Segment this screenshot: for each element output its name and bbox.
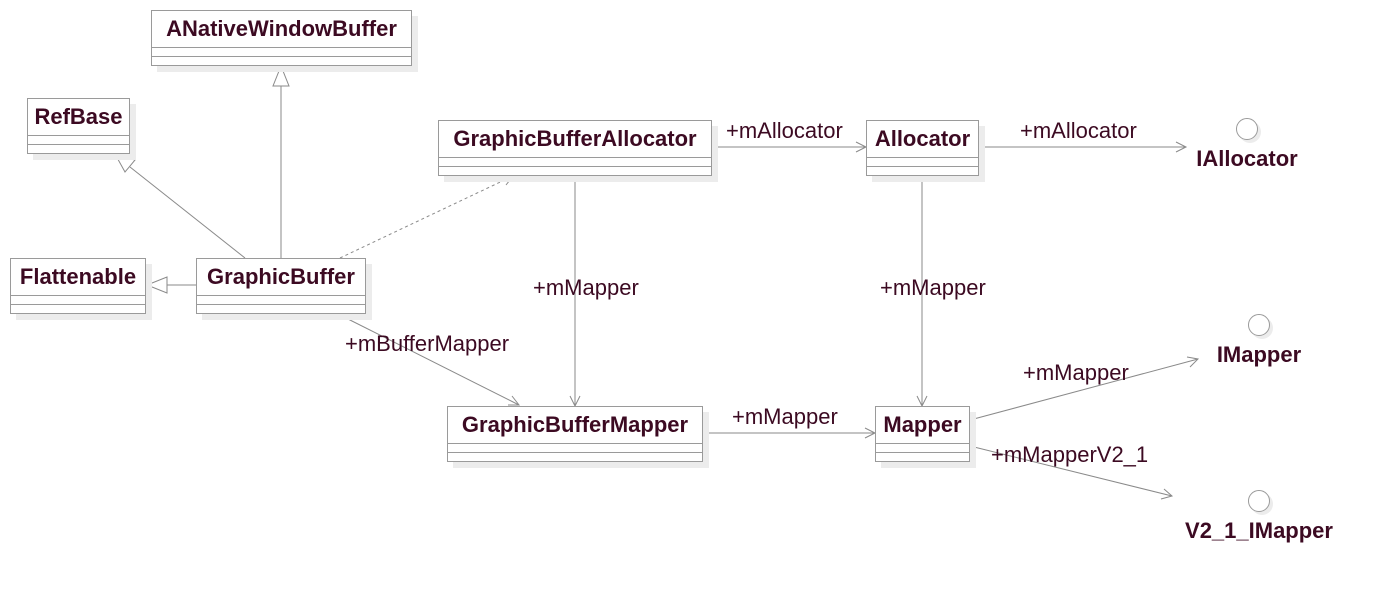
- interface-iallocator-name: IAllocator: [1196, 146, 1298, 171]
- label-gbm-mapper: +mMapper: [732, 404, 838, 429]
- dependency-arrowhead: [500, 174, 514, 186]
- assoc-arrowhead: [508, 395, 521, 406]
- class-name: Allocator: [867, 121, 978, 158]
- operations-compartment: [876, 453, 969, 461]
- assoc-mapper-v21imapper: [969, 445, 1173, 497]
- label-allocator-iallocator: +mAllocator: [1020, 118, 1137, 143]
- generalization-arrowhead: [272, 64, 290, 87]
- class-flattenable: Flattenable: [10, 258, 146, 314]
- interface-v21imapper-circle: [1248, 490, 1270, 512]
- label-mapper-v21: +mMapperV2_1: [991, 442, 1149, 467]
- class-anativewindowbuffer: ANativeWindowBuffer: [151, 10, 412, 66]
- interface-iallocator-circle: [1236, 118, 1258, 140]
- label-allocator-mapper: +mMapper: [880, 275, 986, 300]
- operations-compartment: [867, 167, 978, 175]
- class-graphicbufferallocator: GraphicBufferAllocator: [438, 120, 712, 176]
- attributes-compartment: [439, 158, 711, 167]
- attributes-compartment: [876, 444, 969, 453]
- class-name: Mapper: [876, 407, 969, 444]
- class-name: RefBase: [28, 99, 129, 136]
- attributes-compartment: [867, 158, 978, 167]
- class-name: ANativeWindowBuffer: [152, 11, 411, 48]
- class-name: GraphicBufferAllocator: [439, 121, 711, 158]
- generalization-graphicbuffer-refbase: [129, 166, 246, 259]
- interface-v21imapper-name: V2_1_IMapper: [1185, 518, 1333, 543]
- label-gba-mapper: +mMapper: [533, 275, 639, 300]
- operations-compartment: [152, 57, 411, 65]
- assoc-arrowhead: [1175, 141, 1188, 153]
- interface-imapper-name: IMapper: [1216, 342, 1302, 367]
- class-graphicbuffer: GraphicBuffer: [196, 258, 366, 314]
- label-gb-buffermapper: +mBufferMapper: [345, 331, 510, 356]
- attributes-compartment: [152, 48, 411, 57]
- operations-compartment: [439, 167, 711, 175]
- assoc-graphicbuffer-gbmapper: [337, 313, 520, 406]
- class-allocator: Allocator: [866, 120, 979, 176]
- assoc-mapper-imapper: [969, 358, 1199, 421]
- label-mapper-imapper: +mMapper: [1023, 360, 1129, 385]
- class-name: Flattenable: [11, 259, 145, 296]
- operations-compartment: [11, 305, 145, 313]
- generalization-arrowhead: [113, 153, 136, 173]
- label-gba-allocator: +mAllocator: [726, 118, 843, 143]
- attributes-compartment: [197, 296, 365, 305]
- attributes-compartment: [11, 296, 145, 305]
- attributes-compartment: [448, 444, 702, 453]
- interface-imapper-circle: [1248, 314, 1270, 336]
- class-graphicbuffermapper: GraphicBufferMapper: [447, 406, 703, 462]
- dependency-graphicbuffer-gballocator: [339, 175, 514, 259]
- operations-compartment: [197, 305, 365, 313]
- realization-arrowhead: [145, 276, 168, 294]
- operations-compartment: [28, 145, 129, 153]
- operations-compartment: [448, 453, 702, 461]
- assoc-arrowhead: [1160, 488, 1174, 500]
- class-mapper: Mapper: [875, 406, 970, 462]
- attributes-compartment: [28, 136, 129, 145]
- class-name: GraphicBuffer: [197, 259, 365, 296]
- assoc-arrowhead: [1186, 356, 1200, 368]
- class-refbase: RefBase: [27, 98, 130, 154]
- class-name: GraphicBufferMapper: [448, 407, 702, 444]
